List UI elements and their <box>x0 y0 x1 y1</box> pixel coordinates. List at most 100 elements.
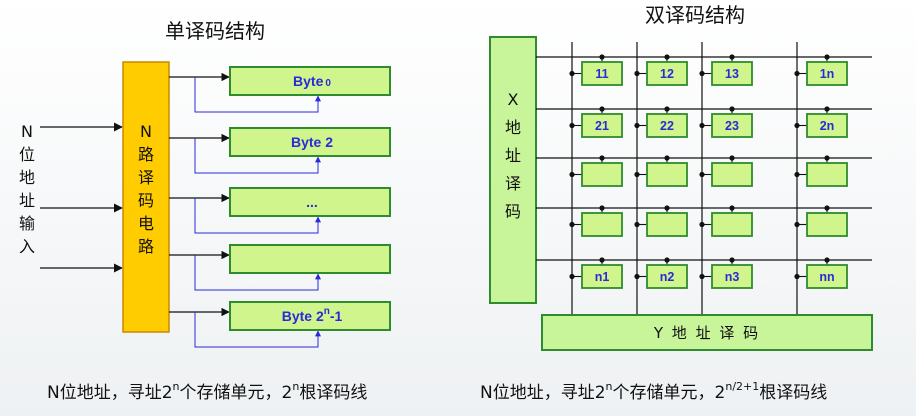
feedback-line <box>194 198 321 234</box>
label-char: 地 <box>505 118 521 137</box>
storage-cell-label: n1 <box>595 270 610 284</box>
feedback-line <box>194 312 321 348</box>
dual-decode-caption: N位地址，寻址2n个存储单元，2n/2+1根译码线 <box>480 380 827 403</box>
byte-cell <box>229 301 391 331</box>
storage-cell-box <box>646 212 688 237</box>
byte-row: Byte 2n-1 <box>169 301 391 348</box>
storage-cell-box <box>806 212 848 237</box>
storage-cell: n1 <box>569 257 623 289</box>
label-char: 路 <box>138 237 154 256</box>
storage-cell-label: 13 <box>725 67 739 81</box>
storage-cell-label: 1n <box>820 67 835 81</box>
storage-cell-box <box>581 162 623 187</box>
junction-dot <box>634 273 640 280</box>
junction-dot <box>824 257 830 263</box>
storage-cell-box <box>711 113 753 138</box>
junction-dot <box>569 70 575 77</box>
junction-dot <box>599 257 605 263</box>
junction-dot <box>599 155 605 161</box>
junction-dot <box>699 122 705 129</box>
junction-dot <box>794 221 800 228</box>
storage-cell: n2 <box>634 257 688 289</box>
byte-cell <box>229 187 391 217</box>
junction-dot <box>599 54 605 60</box>
junction-dot <box>569 221 575 228</box>
storage-cell-label: 2n <box>820 119 835 133</box>
label-char: 址 <box>505 146 521 165</box>
storage-cell: nn <box>794 257 848 289</box>
storage-cell-box <box>646 61 688 86</box>
storage-cell <box>634 155 688 187</box>
storage-cell: 12 <box>634 54 688 86</box>
junction-dot <box>699 171 705 178</box>
byte-label: Byte 2 <box>291 134 333 150</box>
label-char: 入 <box>19 237 35 256</box>
storage-cell-box <box>646 113 688 138</box>
label-char: N <box>21 122 33 141</box>
y-address-decoder <box>541 314 873 351</box>
feedback-line <box>194 255 321 291</box>
label-char: 译 <box>138 168 154 187</box>
storage-cell: 1n <box>794 54 848 86</box>
feedback-line <box>194 77 321 113</box>
storage-cell-label: nn <box>819 270 834 284</box>
junction-dot <box>664 106 670 112</box>
storage-cell <box>794 155 848 187</box>
byte-label: ... <box>306 194 318 210</box>
junction-dot <box>729 257 735 263</box>
storage-cell-box <box>581 212 623 237</box>
junction-dot <box>634 221 640 228</box>
junction-dot <box>699 70 705 77</box>
junction-dot <box>729 106 735 112</box>
single-decode-caption: N位地址，寻址2n个存储单元，2n根译码线 <box>47 380 367 403</box>
junction-dot <box>569 273 575 280</box>
storage-cell-box <box>806 264 848 289</box>
byte-row: ... <box>169 187 391 234</box>
label-char: X <box>508 90 519 109</box>
storage-cell: 21 <box>569 106 623 138</box>
storage-cell <box>634 205 688 237</box>
byte-label: Byte 2n-1 <box>282 306 343 324</box>
storage-cell: 13 <box>699 54 753 86</box>
storage-cell-box <box>581 264 623 289</box>
storage-cell-box <box>711 264 753 289</box>
storage-cell-box <box>646 264 688 289</box>
storage-cell-label: 11 <box>595 67 608 81</box>
storage-cell: 2n <box>794 106 848 138</box>
label-char: 路 <box>138 145 154 164</box>
storage-cell-box <box>581 113 623 138</box>
junction-dot <box>599 205 605 211</box>
single-decode-title: 单译码结构 <box>165 19 265 43</box>
storage-cell <box>569 155 623 187</box>
feedback-line <box>194 138 321 174</box>
junction-dot <box>729 205 735 211</box>
junction-dot <box>794 273 800 280</box>
junction-dot <box>824 106 830 112</box>
storage-cell-box <box>806 61 848 86</box>
junction-dot <box>569 171 575 178</box>
storage-cell: 23 <box>699 106 753 138</box>
label-char: 位 <box>19 145 35 164</box>
byte-row <box>169 244 391 291</box>
junction-dot <box>729 155 735 161</box>
junction-dot <box>699 273 705 280</box>
junction-dot <box>634 122 640 129</box>
junction-dot <box>699 221 705 228</box>
junction-dot <box>634 70 640 77</box>
junction-dot <box>824 205 830 211</box>
label-char: N <box>140 122 152 141</box>
junction-dot <box>794 171 800 178</box>
junction-dot <box>794 70 800 77</box>
junction-dot <box>599 106 605 112</box>
label-char: 码 <box>138 191 154 210</box>
junction-dot <box>569 122 575 129</box>
storage-cell-label: 12 <box>660 67 674 81</box>
dual-decode-title: 双译码结构 <box>645 3 745 27</box>
